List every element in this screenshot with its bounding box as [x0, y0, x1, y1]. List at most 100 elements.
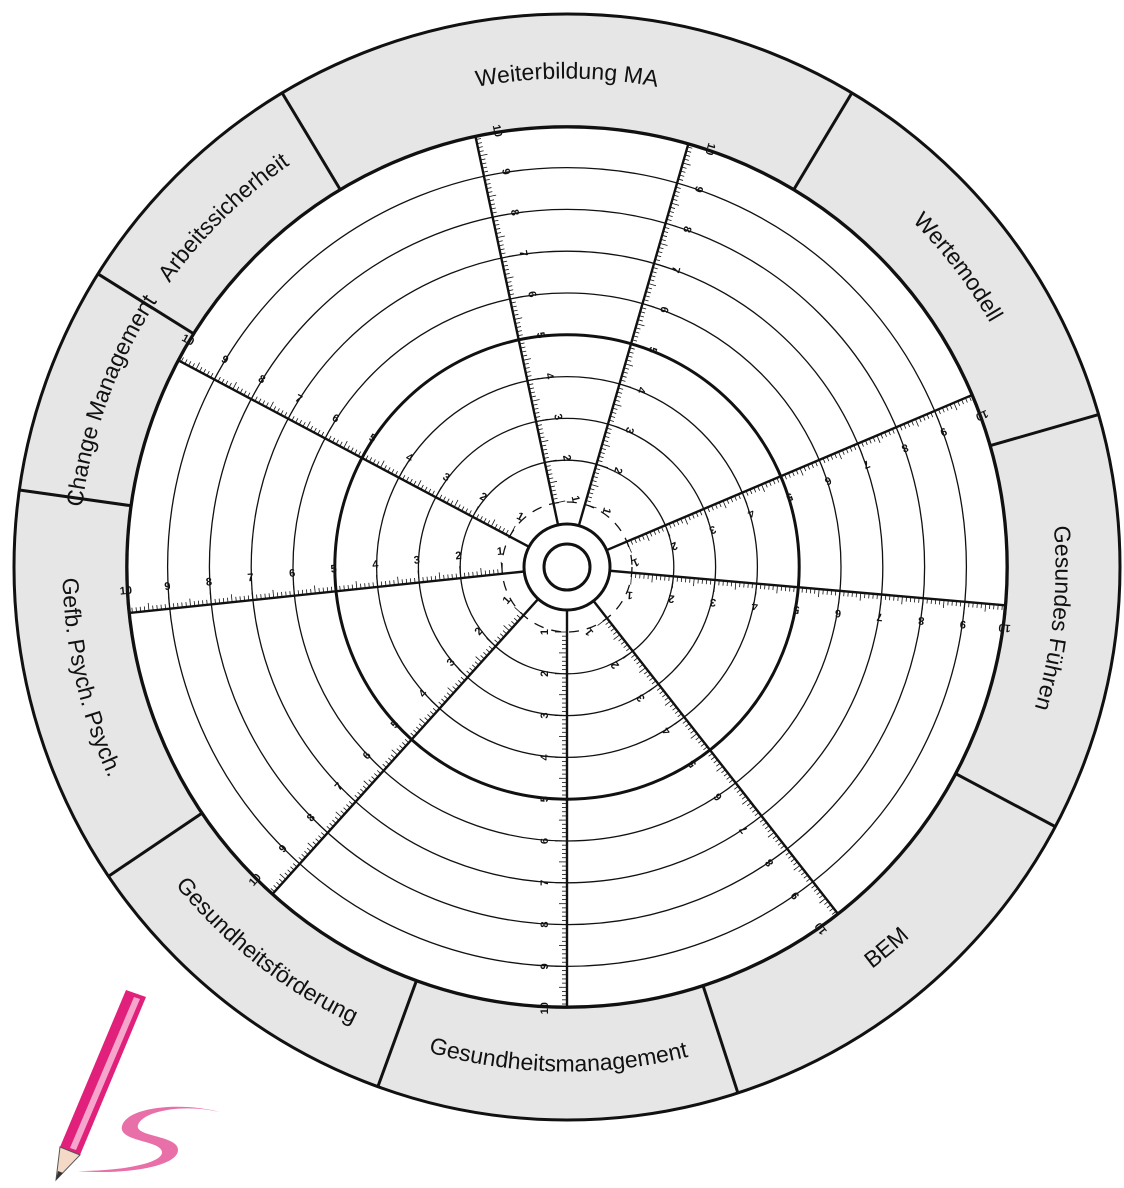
ruler-tick: [239, 596, 241, 602]
ruler-tick: [816, 891, 821, 896]
ruler-tick: [646, 673, 652, 678]
ruler-tick: [658, 246, 664, 250]
ruler-tick: [160, 604, 162, 610]
ruler-tick: [541, 444, 547, 447]
ruler-tick: [547, 473, 553, 476]
ruler-tick: [685, 723, 690, 728]
band-divider: [107, 811, 204, 878]
ruler-tick: [649, 279, 655, 282]
tick-label: 7: [876, 610, 883, 622]
ruler-tick: [426, 576, 428, 582]
ruler-tick: [483, 170, 489, 173]
ruler-tick: [273, 885, 278, 889]
ruler-tick: [450, 500, 454, 506]
ruler-tick: [256, 594, 258, 600]
ruler-tick: [819, 894, 824, 899]
ruler-tick: [945, 405, 949, 411]
ruler-tick: [199, 367, 203, 372]
ruler-tick: [505, 276, 514, 279]
ruler-tick: [468, 510, 472, 516]
ruler-tick: [525, 371, 531, 373]
ruler-tick: [498, 244, 504, 247]
ruler-tick: [502, 260, 508, 263]
tick-label: 7: [861, 457, 871, 470]
ruler-tick: [156, 605, 158, 611]
ruler-tick: [949, 404, 953, 410]
ruler-tick: [312, 841, 317, 846]
ruler-tick: [269, 401, 274, 410]
ruler-tick: [953, 402, 958, 411]
tick-label: 1: [539, 629, 551, 635]
ruler-tick: [664, 700, 672, 706]
ruler-tick: [615, 395, 621, 398]
ruler-tick: [690, 733, 698, 739]
ruler-tick: [152, 605, 154, 611]
ruler-tick: [251, 588, 254, 601]
ruler-tick: [686, 150, 692, 153]
ruler-tick: [343, 440, 348, 449]
ruler-tick: [777, 841, 783, 846]
ruler-tick: [430, 711, 435, 716]
ruler-tick: [849, 446, 853, 452]
ruler-tick: [524, 367, 530, 369]
ruler-tick: [685, 154, 691, 157]
ruler-tick: [718, 502, 722, 508]
ruler-tick: [515, 322, 521, 324]
ruler-tick: [613, 403, 622, 407]
ruler-tick: [698, 739, 703, 744]
tick-label: 10: [998, 621, 1011, 634]
ruler-tick: [623, 367, 630, 370]
tick-label: 4: [750, 599, 758, 612]
ruler-tick: [364, 583, 366, 589]
ruler-tick: [803, 881, 814, 890]
tick-label: 3: [551, 413, 564, 421]
tick-label: 5: [646, 345, 659, 354]
ruler-tick: [734, 495, 737, 501]
ruler-tick: [640, 311, 646, 314]
ruler-tick: [965, 397, 968, 403]
ruler-tick: [622, 371, 628, 374]
ruler-tick: [674, 716, 685, 725]
ruler-tick: [385, 760, 390, 765]
ruler-tick: [645, 291, 651, 294]
ruler-tick: [880, 594, 882, 607]
ruler-tick: [741, 492, 748, 504]
ruler-tick: [500, 252, 506, 255]
spoke-line: [592, 600, 839, 915]
ruler-tick: [295, 418, 299, 423]
ruler-tick: [276, 881, 281, 886]
ruler-tick: [818, 589, 820, 598]
tick-label: 5: [784, 490, 794, 503]
ruler-tick: [664, 525, 671, 537]
ruler-tick: [360, 788, 365, 793]
tick-label: 10: [490, 124, 504, 138]
ruler-tick: [354, 794, 359, 799]
ruler-tick: [368, 582, 370, 588]
tick-label: 3: [441, 471, 452, 484]
ruler-tick: [479, 516, 483, 521]
ruler-tick: [788, 472, 791, 478]
ruler-tick: [683, 158, 689, 161]
ruler-tick: [372, 582, 374, 588]
ruler-tick: [865, 440, 868, 446]
ruler-tick: [687, 726, 693, 731]
ruler-tick: [942, 599, 945, 608]
ruler-tick: [284, 412, 288, 417]
ruler-tick: [625, 647, 631, 652]
ruler-tick: [941, 407, 945, 413]
ruler-tick: [508, 289, 514, 292]
ruler-tick: [699, 510, 703, 516]
ruler-tick: [390, 754, 396, 759]
tick-label: 2: [668, 592, 675, 604]
ruler-tick: [396, 748, 401, 753]
ruler-tick: [668, 523, 672, 529]
ruler-tick: [597, 459, 603, 463]
ruler-tick: [474, 661, 480, 666]
ruler-tick: [496, 235, 505, 239]
ruler-tick: [901, 596, 903, 605]
ruler-tick: [634, 538, 637, 544]
ruler-tick: [695, 512, 699, 517]
ruler-tick: [322, 587, 324, 593]
ruler-tick: [738, 494, 741, 499]
ruler-tick: [522, 354, 528, 357]
